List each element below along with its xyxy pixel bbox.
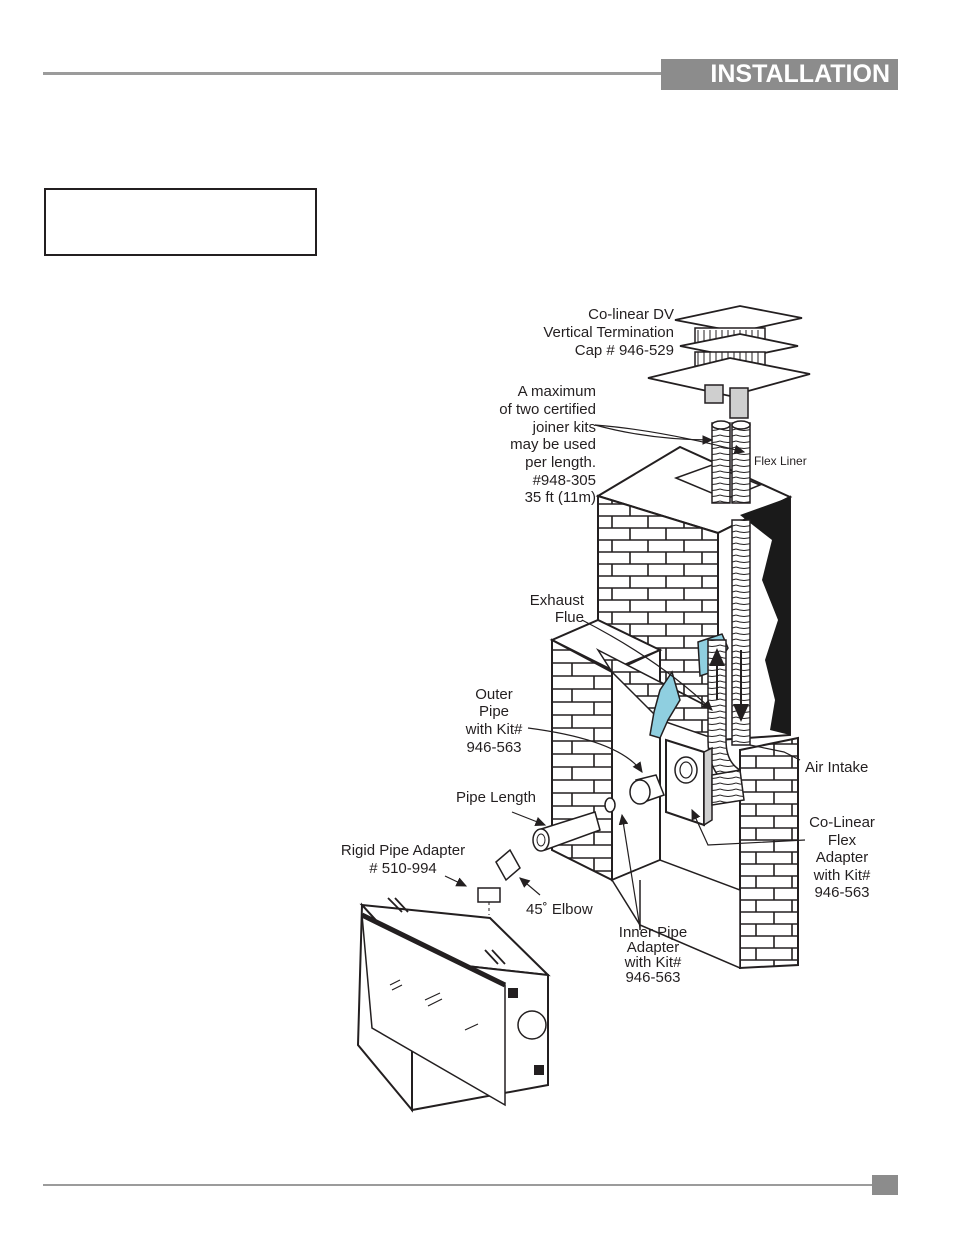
label-air-intake: Air Intake xyxy=(805,759,868,776)
svg-text:may be used: may be used xyxy=(510,436,596,453)
svg-text:Rigid Pipe Adapter: Rigid Pipe Adapter xyxy=(341,842,465,859)
svg-text:Inner Pipe: Inner Pipe xyxy=(619,924,687,941)
colinear-adapter xyxy=(665,738,745,827)
svg-text:Exhaust: Exhaust xyxy=(530,592,585,609)
outer-pipe xyxy=(477,774,665,915)
svg-text:with Kit#: with Kit# xyxy=(813,867,871,884)
svg-text:Flex: Flex xyxy=(828,832,857,849)
svg-text:#948-305: #948-305 xyxy=(533,472,596,489)
label-outer-pipe: Outer Pipe with Kit# 946-563 xyxy=(465,686,523,756)
svg-text:joiner kits: joiner kits xyxy=(532,419,596,436)
section-title: INSTALLATION xyxy=(661,59,898,90)
label-elbow: 45˚ Elbow xyxy=(526,901,593,918)
svg-text:Adapter: Adapter xyxy=(627,939,680,956)
svg-text:Adapter: Adapter xyxy=(816,849,869,866)
svg-text:946-563: 946-563 xyxy=(625,969,680,986)
note-box xyxy=(44,188,317,256)
label-colinear-adapter: Co-Linear Flex Adapter with Kit# 946-563 xyxy=(809,814,875,901)
termination-cap xyxy=(647,305,811,419)
leader-lines xyxy=(444,424,806,929)
label-flex-liner: Flex Liner xyxy=(754,454,807,468)
svg-text:Outer: Outer xyxy=(475,686,513,703)
svg-text:946-563: 946-563 xyxy=(466,739,521,756)
page-number-tab xyxy=(872,1175,898,1195)
flex-liners xyxy=(707,420,751,792)
svg-text:with Kit#: with Kit# xyxy=(465,721,523,738)
label-cap: Co-linear DV Vertical Termination Cap # … xyxy=(543,306,674,359)
svg-text:Cap # 946-529: Cap # 946-529 xyxy=(575,342,674,359)
svg-text:per length.: per length. xyxy=(525,454,596,471)
label-inner-adapter: Inner Pipe Adapter with Kit# 946-563 xyxy=(619,924,687,986)
svg-text:A maximum: A maximum xyxy=(518,383,596,400)
svg-text:Co-linear DV: Co-linear DV xyxy=(588,306,674,323)
svg-text:946-563: 946-563 xyxy=(814,884,869,901)
firebox xyxy=(356,897,551,1113)
footer-rule xyxy=(43,1184,872,1186)
label-exhaust: Exhaust Flue xyxy=(530,592,585,626)
svg-text:# 510-994: # 510-994 xyxy=(369,860,437,877)
header-rule xyxy=(43,72,661,75)
svg-text:35 ft (11m): 35 ft (11m) xyxy=(525,489,596,506)
label-rigid-adapter: Rigid Pipe Adapter # 510-994 xyxy=(341,842,465,877)
label-pipe-length: Pipe Length xyxy=(456,789,536,806)
svg-text:Flue: Flue xyxy=(555,609,584,626)
svg-text:Vertical Termination: Vertical Termination xyxy=(543,324,674,341)
label-joiner: A maximum of two certified joiner kits m… xyxy=(499,383,596,506)
svg-text:with Kit#: with Kit# xyxy=(624,954,682,971)
svg-text:of two certified: of two certified xyxy=(499,401,596,418)
svg-text:Co-Linear: Co-Linear xyxy=(809,814,875,831)
svg-text:Pipe: Pipe xyxy=(479,703,509,720)
